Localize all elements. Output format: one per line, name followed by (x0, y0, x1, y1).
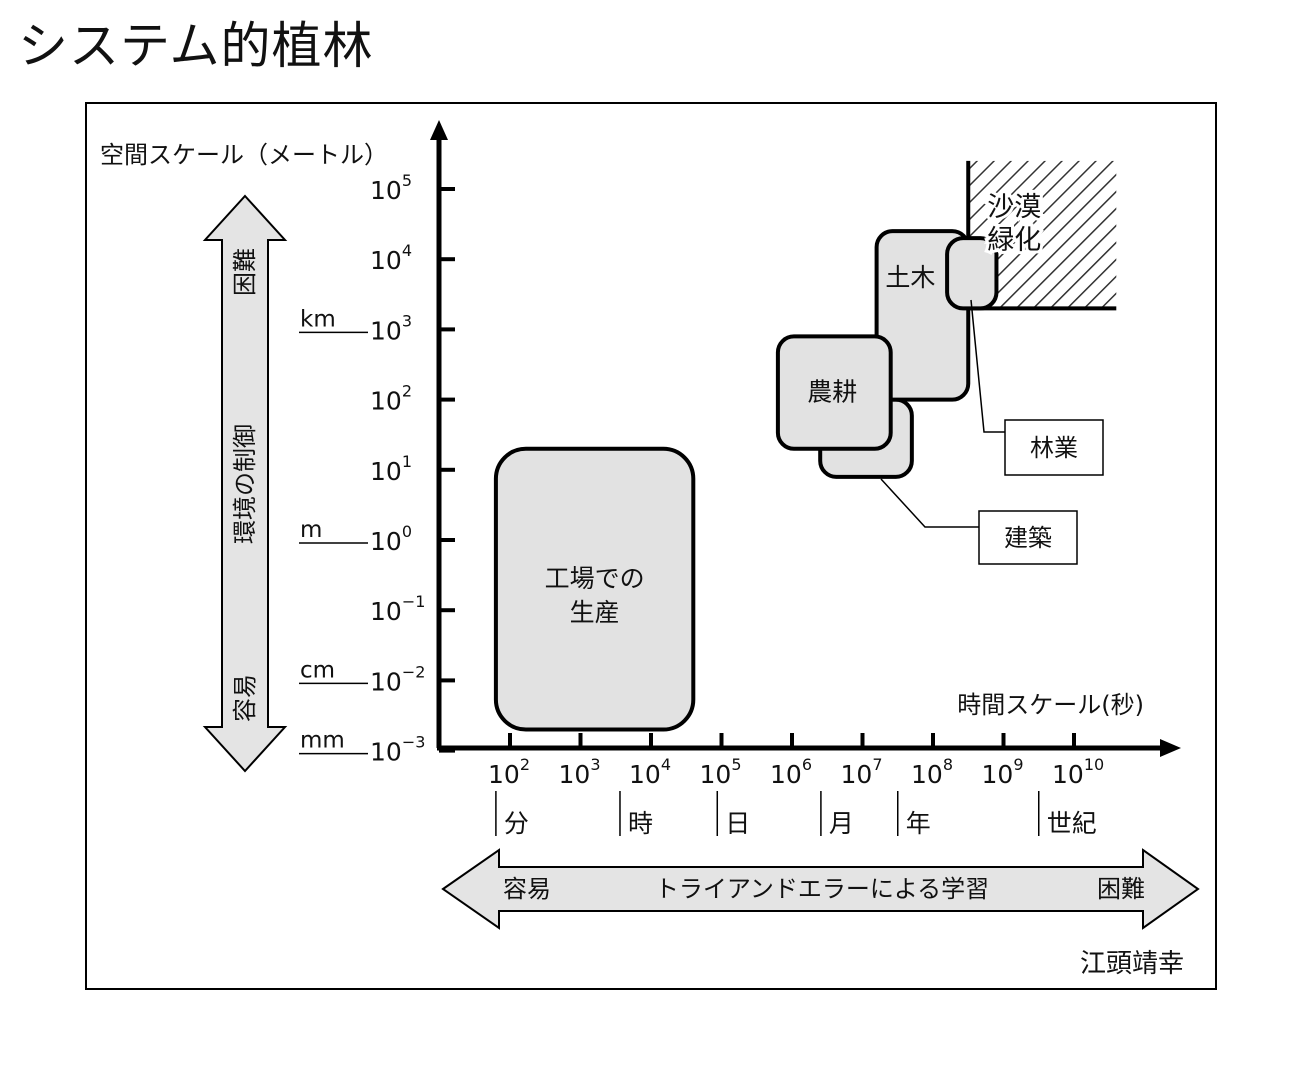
control-difficulty-arrow (202, 194, 288, 773)
agriculture-label-1: 農耕 (807, 378, 857, 407)
page-title: システム的植林 (18, 17, 374, 75)
period-marker-label: 年 (906, 809, 931, 838)
period-marker-label: 時 (628, 809, 653, 838)
trial-arrow-right: 困難 (1097, 875, 1145, 903)
factory-region (493, 446, 696, 732)
period-marker-label: 月 (829, 809, 854, 838)
trial-and-error-arrow (441, 848, 1200, 930)
y-tick-exponent: −3 (402, 733, 426, 752)
x-tick-label: 104 (629, 755, 671, 789)
unit-marker-label: m (300, 517, 322, 543)
x-tick-base: 10 (700, 760, 732, 789)
y-axis-arrowhead (430, 120, 448, 140)
factory-label-1: 工場での (545, 564, 645, 593)
x-tick-label: 106 (770, 755, 812, 789)
y-tick-base: 10 (370, 457, 402, 486)
control-arrow-bottom: 容易 (231, 674, 259, 722)
construction-callout-label: 建築 (1004, 524, 1052, 552)
y-tick-label: 10−3 (370, 733, 425, 767)
unit-marker-label: mm (300, 728, 345, 754)
diagram-frame (85, 102, 1217, 990)
x-tick-label: 102 (488, 755, 530, 789)
y-tick-base: 10 (370, 176, 402, 205)
x-axis-arrowhead (1160, 739, 1181, 757)
forestry-leader-line (970, 299, 1005, 433)
y-tick-label: 103 (370, 311, 412, 345)
y-tick-base: 10 (370, 597, 402, 626)
x-tick-label: 109 (982, 755, 1024, 789)
civil-engineering-label-1: 土木 (885, 263, 935, 292)
y-tick-exponent: 3 (402, 311, 412, 330)
construction-leader-line (880, 478, 979, 528)
y-tick-exponent: −1 (402, 592, 426, 611)
y-tick-label: 10−2 (370, 662, 425, 696)
y-tick-exponent: 0 (402, 522, 412, 541)
y-tick-exponent: 1 (402, 452, 412, 471)
x-tick-base: 10 (911, 760, 943, 789)
x-tick-exponent: 5 (731, 755, 741, 774)
x-tick-exponent: 2 (520, 755, 530, 774)
factory-label-2: 生産 (570, 598, 620, 627)
y-tick-label: 10−1 (370, 592, 425, 626)
x-tick-exponent: 7 (872, 755, 882, 774)
y-tick-base: 10 (370, 246, 402, 275)
x-tick-label: 105 (700, 755, 742, 789)
trial-arrow-left: 容易 (503, 875, 551, 903)
x-tick-base: 10 (629, 760, 661, 789)
unit-marker-label: cm (300, 657, 335, 683)
period-marker-label: 日 (725, 809, 750, 838)
y-tick-label: 102 (370, 382, 412, 416)
x-tick-base: 10 (559, 760, 591, 789)
agriculture-region (775, 334, 893, 451)
author-credit: 江頭靖幸 (1080, 949, 1184, 979)
y-tick-exponent: 2 (402, 382, 412, 401)
construction-callout-box (978, 510, 1078, 565)
y-tick-exponent: −2 (402, 662, 426, 681)
x-axis-label: 時間スケール(秒) (957, 691, 1144, 719)
x-tick-base: 10 (488, 760, 520, 789)
desert-greening-label-2: 緑化 (987, 225, 1041, 256)
forestry-callout-box (1004, 419, 1104, 476)
x-tick-label: 107 (841, 755, 883, 789)
x-tick-base: 10 (982, 760, 1014, 789)
y-tick-base: 10 (370, 387, 402, 416)
unit-marker-label: km (300, 306, 336, 332)
x-tick-exponent: 3 (590, 755, 600, 774)
control-arrow-middle: 環境の制御 (231, 424, 259, 544)
y-axis-label: 空間スケール（メートル） (100, 141, 388, 169)
x-tick-label: 108 (911, 755, 953, 789)
x-tick-base: 10 (841, 760, 873, 789)
period-markers: 分 時 日 月 年 世紀 (495, 791, 1097, 838)
y-tick-label: 100 (370, 522, 412, 556)
y-tick-base: 10 (370, 316, 402, 345)
desert-greening-label-1: 沙漠 (987, 192, 1041, 223)
x-tick-base: 10 (1052, 760, 1084, 789)
period-marker-label: 世紀 (1047, 809, 1097, 838)
y-tick-base: 10 (370, 527, 402, 556)
x-tick-label: 1010 (1052, 755, 1104, 789)
forestry-callout-label: 林業 (1030, 434, 1078, 462)
y-tick-base: 10 (370, 667, 402, 696)
y-tick-label: 105 (370, 171, 412, 205)
y-tick-base: 10 (370, 738, 402, 767)
x-tick-base: 10 (770, 760, 802, 789)
x-tick-exponent: 6 (802, 755, 812, 774)
x-tick-exponent: 9 (1013, 755, 1023, 774)
x-tick-label: 103 (559, 755, 601, 789)
y-tick-label: 101 (370, 452, 412, 486)
y-tick-exponent: 4 (402, 241, 412, 260)
x-tick-exponent: 4 (661, 755, 671, 774)
x-tick-exponent: 10 (1084, 755, 1104, 774)
control-arrow-top: 困難 (231, 248, 259, 296)
y-tick-exponent: 5 (402, 171, 412, 190)
unit-markers: mm cm m km (299, 306, 368, 755)
trial-arrow-middle: トライアンドエラーによる学習 (655, 875, 989, 903)
y-tick-label: 104 (370, 241, 412, 275)
period-marker-label: 分 (504, 809, 529, 838)
x-tick-exponent: 8 (943, 755, 953, 774)
